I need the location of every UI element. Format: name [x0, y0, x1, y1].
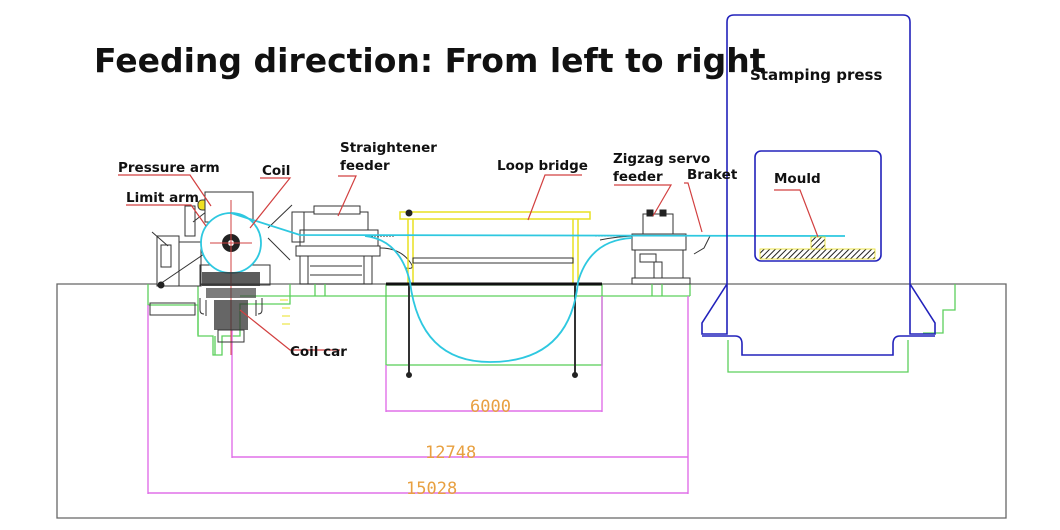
- diagram-title: Feeding direction: From left to right: [94, 41, 766, 80]
- straightener-feeder: [267, 204, 413, 296]
- coil-car: [199, 272, 290, 355]
- label-coil: Coil: [262, 163, 290, 179]
- decoiler-machine: [149, 191, 290, 355]
- dimension-coil-to-press: 12748: [425, 443, 476, 463]
- label-braket: Braket: [687, 167, 738, 183]
- leader-lines: [118, 174, 819, 351]
- dimension-overall-length: 15028: [406, 479, 457, 499]
- stamping-press: [701, 14, 936, 356]
- foundation-pits: [147, 284, 956, 373]
- label-zigzag-1: Zigzag servo: [613, 151, 710, 167]
- label-loop-bridge: Loop bridge: [497, 158, 588, 174]
- label-mould: Mould: [774, 171, 821, 187]
- dimension-loop-length: 6000: [470, 397, 511, 417]
- label-coil-car: Coil car: [290, 344, 347, 360]
- label-pressure-arm: Pressure arm: [118, 160, 220, 176]
- label-stamping-press: Stamping press: [750, 66, 882, 84]
- zigzag-servo-feeder: [599, 209, 711, 296]
- mould: [759, 236, 876, 260]
- label-limit-arm: Limit arm: [126, 190, 199, 206]
- dimension-lines: [147, 296, 689, 494]
- label-straightener-1: Straightener: [340, 140, 437, 156]
- label-straightener-2: feeder: [340, 158, 390, 174]
- label-zigzag-2: feeder: [613, 169, 663, 185]
- floor-outline: [56, 283, 1007, 519]
- material-strip: [230, 212, 846, 363]
